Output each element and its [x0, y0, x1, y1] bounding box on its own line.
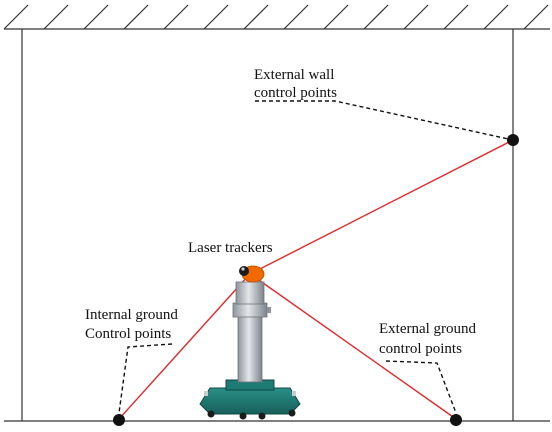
tracker-aperture	[239, 266, 249, 276]
internal-ground-label-line2: Control points	[85, 326, 171, 342]
external-ground-label-line1: External ground	[379, 321, 477, 337]
caster-wheel	[239, 412, 247, 420]
laser-trackers-label: Laser trackers	[188, 240, 273, 256]
laser-tracker	[199, 265, 301, 420]
external-wall-label-line1: External wall	[254, 67, 334, 83]
caster-wheel	[288, 409, 296, 417]
laser-beams	[118, 139, 514, 420]
tracker-aperture-glint	[241, 267, 245, 271]
beam-to-external-ground-point	[255, 277, 457, 420]
tracker-column-clamp	[232, 302, 268, 318]
internal-ground-leader	[118, 343, 173, 414]
leveling-foot	[204, 391, 208, 396]
beam-to-internal-ground-point	[118, 275, 249, 420]
tracker-column	[237, 315, 263, 383]
leveling-foot	[292, 391, 296, 396]
caster-wheel	[258, 412, 266, 420]
external-ground-leader	[385, 360, 457, 414]
tracker-column-upper	[235, 281, 265, 305]
internal-ground-control-point	[113, 414, 125, 426]
internal-ground-label-line1: Internal ground	[85, 307, 178, 323]
leader-lines	[118, 100, 514, 414]
caster-wheel	[207, 410, 215, 418]
beam-to-wall-point	[253, 139, 514, 273]
clamp-knob	[267, 307, 271, 313]
external-ground-control-point	[450, 414, 462, 426]
tracker-base	[199, 387, 301, 415]
external-wall-leader	[255, 100, 514, 141]
ceiling-hatching	[3, 4, 549, 30]
external-wall-label-line2: control points	[254, 85, 337, 101]
external-ground-label-line2: control points	[379, 341, 462, 357]
